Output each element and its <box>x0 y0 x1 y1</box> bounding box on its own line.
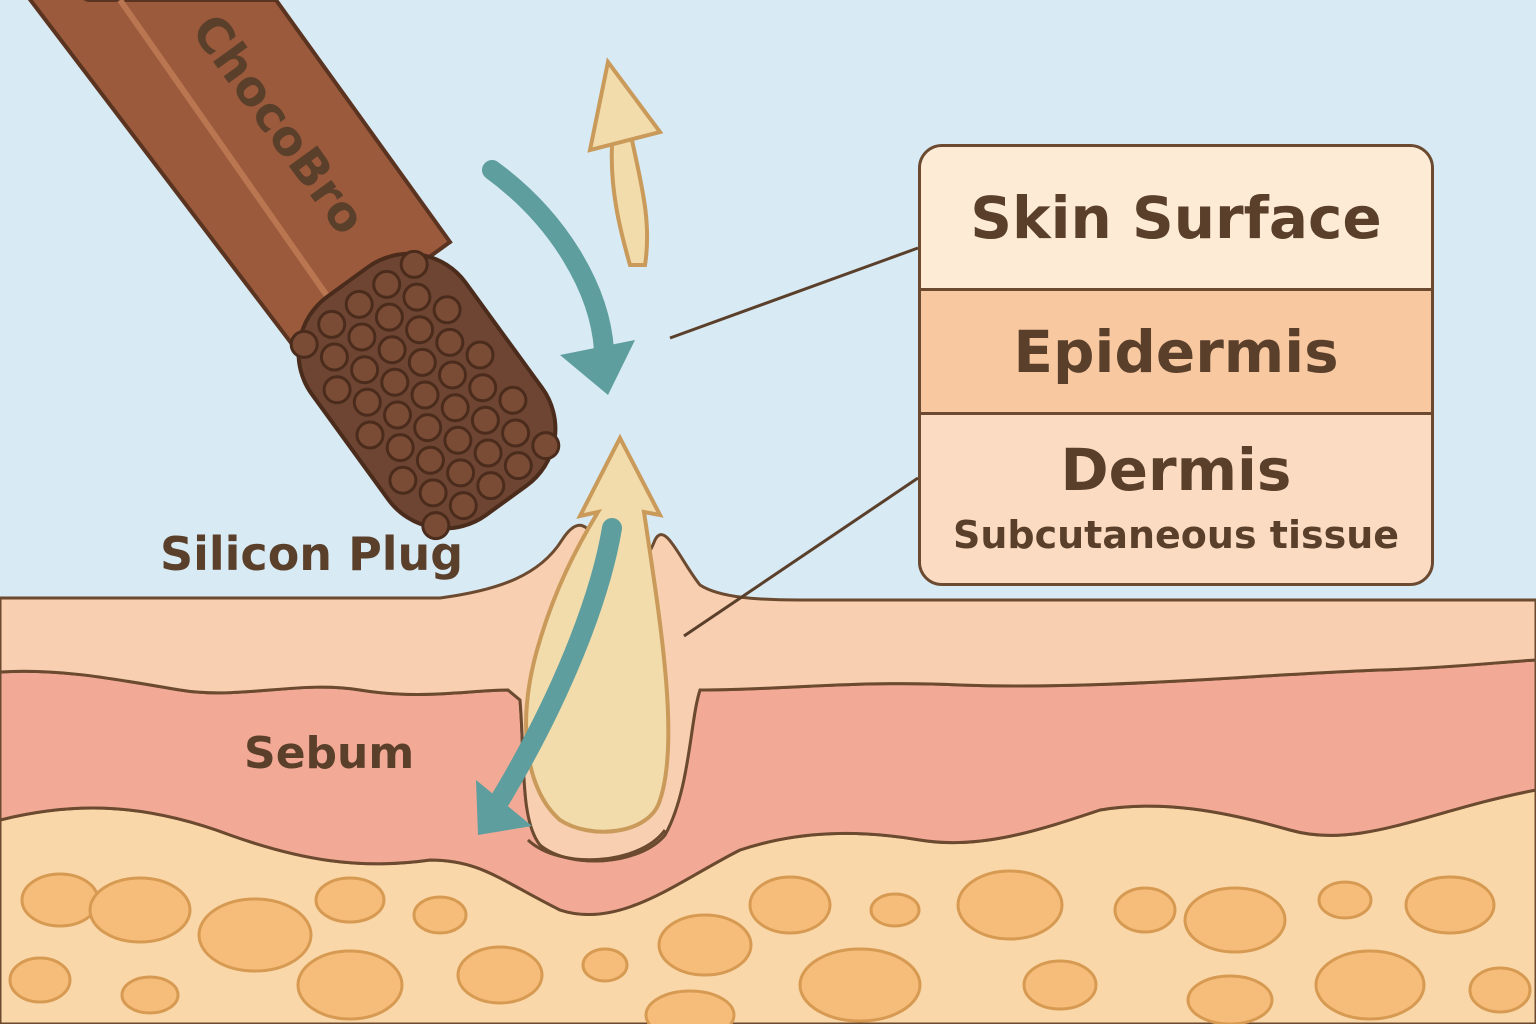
leader-dermis <box>683 476 919 638</box>
legend-epidermis: Epidermis <box>921 291 1431 415</box>
leader-lines <box>669 246 919 638</box>
tool-bump <box>385 433 415 463</box>
tool-bump <box>470 405 500 435</box>
tool-bump <box>410 380 440 410</box>
tool-bump <box>468 373 498 403</box>
tool-bump <box>440 393 470 423</box>
legend-dermis: Dermis Subcutaneous tissue <box>921 415 1431 583</box>
arrow-pressing-head <box>560 340 635 395</box>
arrow-inward <box>490 518 622 810</box>
fat-cell <box>120 975 180 1015</box>
layer-legend: Skin Surface Epidermis Dermis Subcutaneo… <box>918 144 1434 586</box>
fat-cell <box>798 947 922 1023</box>
tool-bump <box>322 375 352 405</box>
tool-bump <box>347 322 377 352</box>
tool-bump <box>383 400 412 430</box>
fat-cell <box>8 956 72 1004</box>
tool-bump <box>407 347 437 377</box>
arrow-pressing <box>482 160 614 360</box>
fat-cell <box>956 869 1064 941</box>
fat-cell <box>296 949 404 1021</box>
fat-cell <box>1404 875 1496 935</box>
fat-cell <box>1317 880 1373 920</box>
fat-cell <box>456 945 544 1005</box>
tool-bump <box>355 420 385 450</box>
sebum-plug <box>524 433 671 834</box>
arrow-upward <box>600 118 654 267</box>
legend-skin-surface-label: Skin Surface <box>970 183 1382 252</box>
legend-subcutaneous-label: Subcutaneous tissue <box>952 513 1400 557</box>
fat-cell <box>644 989 736 1024</box>
fat-cell <box>197 897 313 973</box>
fat-cells <box>8 869 1532 1024</box>
tool-bump <box>498 385 528 415</box>
fat-cell <box>1183 886 1287 954</box>
sebum-label: Sebum <box>244 728 414 779</box>
fat-cell <box>412 895 468 935</box>
tool-bump <box>374 302 404 332</box>
tool-bump <box>418 478 448 508</box>
pore-wall <box>526 829 667 862</box>
silicon-plug-label: Silicon Plug <box>160 527 463 581</box>
fat-cell <box>869 892 921 928</box>
fat-cell <box>581 947 629 983</box>
tool-bump <box>377 335 407 365</box>
leader-surface <box>669 246 919 340</box>
tool-bump <box>465 340 495 370</box>
tool-bump <box>380 367 410 397</box>
tool-bump <box>319 342 349 372</box>
fat-cell <box>1113 886 1177 934</box>
fat-cell <box>748 875 832 935</box>
legend-epidermis-label: Epidermis <box>1013 317 1339 386</box>
tool-bump <box>352 387 382 417</box>
tool-bump <box>432 295 462 325</box>
tool-bump <box>438 360 467 390</box>
tool-bump <box>405 315 435 345</box>
chocobro-tool: ChocoBro <box>27 0 561 541</box>
tool-bump <box>402 282 432 312</box>
arrow-inward-head <box>476 780 532 835</box>
tool-bump <box>446 458 476 488</box>
tool-bumps <box>289 249 561 541</box>
fat-cell <box>1314 949 1426 1021</box>
tool-bump <box>289 329 319 359</box>
fat-cell <box>1186 974 1274 1024</box>
tool-bump <box>399 249 429 279</box>
tool-bump <box>421 511 451 541</box>
tool-bump <box>503 451 533 481</box>
fat-cell <box>657 913 753 977</box>
fat-cell <box>20 872 100 928</box>
tool-bump <box>501 418 531 448</box>
fat-cell <box>1468 966 1532 1014</box>
tool-bump <box>415 445 445 475</box>
fat-cell <box>314 876 386 924</box>
tool-bump <box>473 438 503 468</box>
tool-bump <box>317 309 347 339</box>
tool-bump <box>448 491 478 521</box>
tool-bump <box>435 327 465 357</box>
tool-bump <box>350 355 380 385</box>
tool-bump <box>443 425 473 455</box>
tool-bump <box>413 413 443 443</box>
arrow-upward-head <box>587 57 664 153</box>
legend-dermis-label: Dermis <box>1060 436 1292 504</box>
fat-cell <box>1022 959 1098 1011</box>
legend-skin-surface: Skin Surface <box>921 147 1431 291</box>
tool-bump <box>344 289 374 319</box>
tool-bump <box>388 465 418 495</box>
tool-stripe <box>117 0 333 302</box>
tool-bump <box>476 471 506 501</box>
tool-bump <box>372 269 402 299</box>
tool-bump <box>531 431 561 461</box>
fat-cell <box>88 876 192 944</box>
